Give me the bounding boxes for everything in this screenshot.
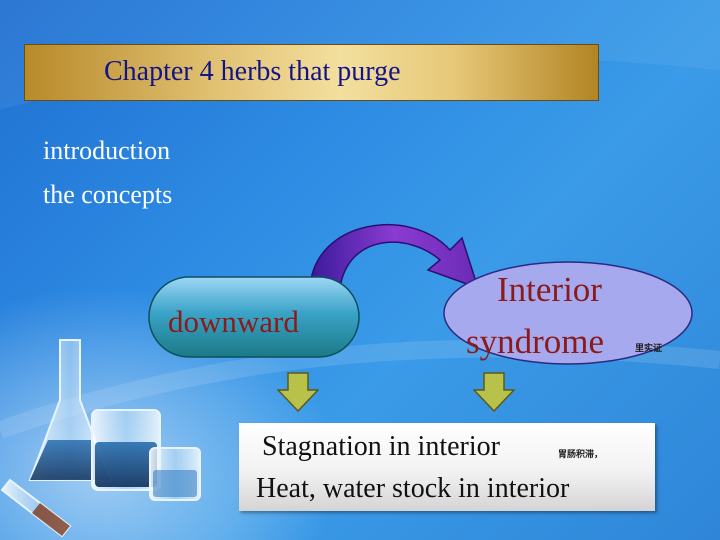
result-box [239,423,655,511]
bullet-concepts: the concepts [43,180,173,209]
downward-label: downward [168,304,299,339]
curved-arrow-icon [309,224,480,290]
slide-title: Chapter 4 herbs that purge [104,56,401,87]
bullet-introduction: introduction [43,136,171,165]
laboratory-glassware-icon [0,339,201,538]
stagnation-text: Stagnation in interior [262,431,500,462]
stagnation-chinese-note: 胃肠积滞， [558,449,604,459]
interior-syndrome-node [443,261,693,365]
down-arrow-icon [277,372,319,412]
syndrome-chinese-note: 里实证 [635,343,663,353]
downward-node [148,276,360,358]
title-banner [24,44,599,101]
heat-water-text: Heat, water stock in interior [256,473,570,504]
down-arrow-icon [473,372,515,412]
syndrome-label: syndrome [466,322,605,361]
interior-label: Interior [497,270,602,309]
